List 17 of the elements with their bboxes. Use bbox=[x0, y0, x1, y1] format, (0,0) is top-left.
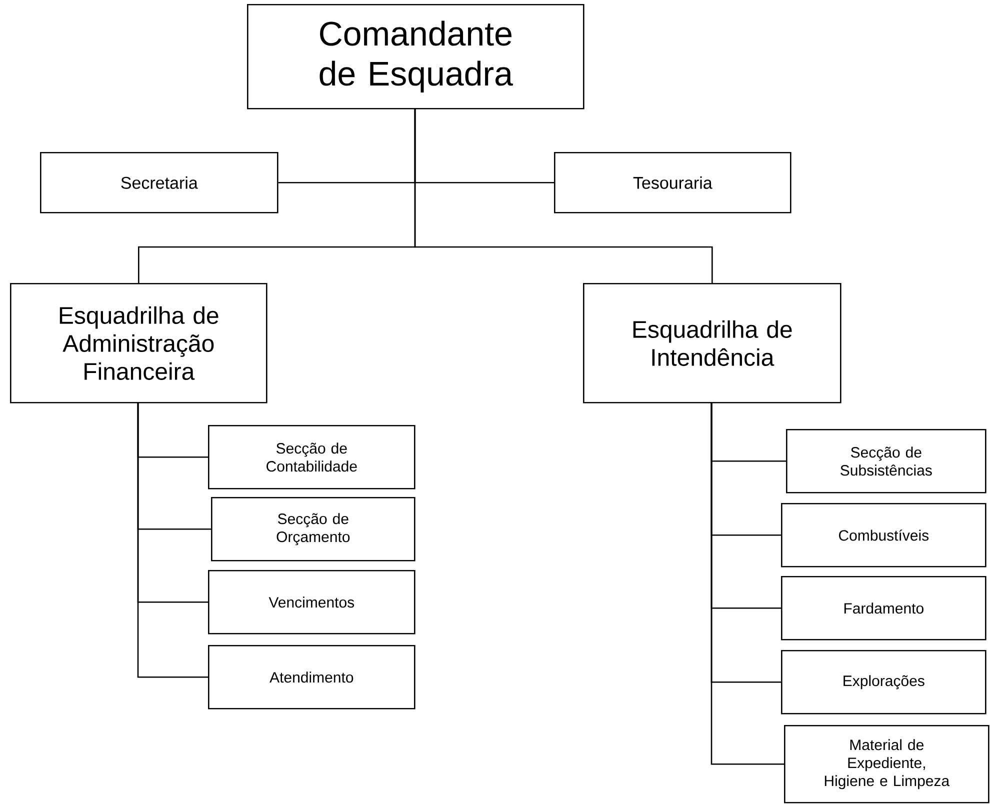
org-box: Tesouraria bbox=[554, 152, 792, 214]
org-box: Secção de Subsistências bbox=[786, 429, 986, 494]
org-box: Secretaria bbox=[40, 152, 278, 214]
org-box: Esquadrilha de Administração Financeira bbox=[10, 283, 268, 404]
org-box: Esquadrilha de Intendência bbox=[583, 283, 842, 404]
org-box: Material de Expediente, Higiene e Limpeza bbox=[784, 725, 990, 804]
org-box: Comandante de Esquadra bbox=[247, 4, 584, 110]
org-box: Vencimentos bbox=[208, 570, 416, 634]
connector-line bbox=[414, 108, 713, 283]
org-box: Explorações bbox=[781, 650, 986, 714]
connector-line bbox=[710, 402, 784, 765]
org-box: Atendimento bbox=[208, 645, 416, 710]
org-box: Secção de Orçamento bbox=[211, 497, 416, 562]
org-box: Fardamento bbox=[781, 576, 986, 640]
connector-line bbox=[137, 402, 208, 678]
org-box: Combustíveis bbox=[781, 503, 986, 568]
org-box: Secção de Contabilidade bbox=[208, 425, 416, 490]
